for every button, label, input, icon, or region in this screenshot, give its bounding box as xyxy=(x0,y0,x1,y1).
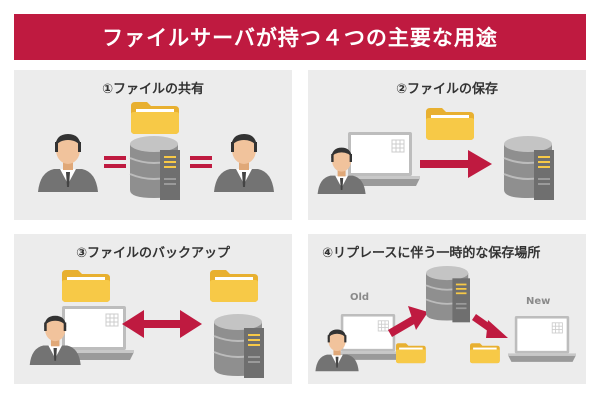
server-icon xyxy=(129,135,181,201)
panel-title: ③ファイルのバックアップ xyxy=(75,246,230,261)
panel-title: ①ファイルの共有 xyxy=(101,82,204,97)
arrow-icon xyxy=(388,306,428,337)
folder-icon xyxy=(210,270,258,302)
arrow-icon xyxy=(420,150,492,178)
arrow-icon xyxy=(472,314,508,338)
person-icon xyxy=(38,134,98,192)
person-icon xyxy=(214,134,274,192)
panel-file-backup: ③ファイルのバックアップ xyxy=(14,234,292,384)
panel-title: ②ファイルの保存 xyxy=(395,82,498,97)
folder-icon xyxy=(426,108,474,140)
server-icon xyxy=(503,135,555,201)
server-icon xyxy=(213,313,265,379)
equals-icon xyxy=(104,156,126,168)
page-title: ファイルサーバが持つ４つの主要な用途 xyxy=(102,26,498,50)
double-arrow-icon xyxy=(122,310,202,338)
folder-icon xyxy=(396,343,426,364)
panel-title: ④リプレースに伴う一時的な保存場所 xyxy=(322,246,541,261)
panel-file-storage: ②ファイルの保存 xyxy=(308,70,586,220)
folder-icon xyxy=(131,102,179,134)
server-icon xyxy=(425,265,471,324)
folder-icon xyxy=(470,343,500,364)
panel-file-sharing: ①ファイルの共有 xyxy=(14,70,292,220)
new-label: New xyxy=(526,296,551,307)
storage-illustration xyxy=(317,108,555,201)
folder-icon xyxy=(62,270,110,302)
laptop-icon xyxy=(507,315,577,363)
backup-illustration xyxy=(29,270,265,379)
panel-temporary-storage: ④リプレースに伴う一時的な保存場所 Old New xyxy=(308,234,586,384)
title-banner: ファイルサーバが持つ４つの主要な用途 xyxy=(14,14,586,60)
sharing-illustration xyxy=(38,102,274,201)
equals-icon xyxy=(190,156,212,168)
old-label: Old xyxy=(350,292,370,303)
replacement-illustration xyxy=(315,265,577,372)
